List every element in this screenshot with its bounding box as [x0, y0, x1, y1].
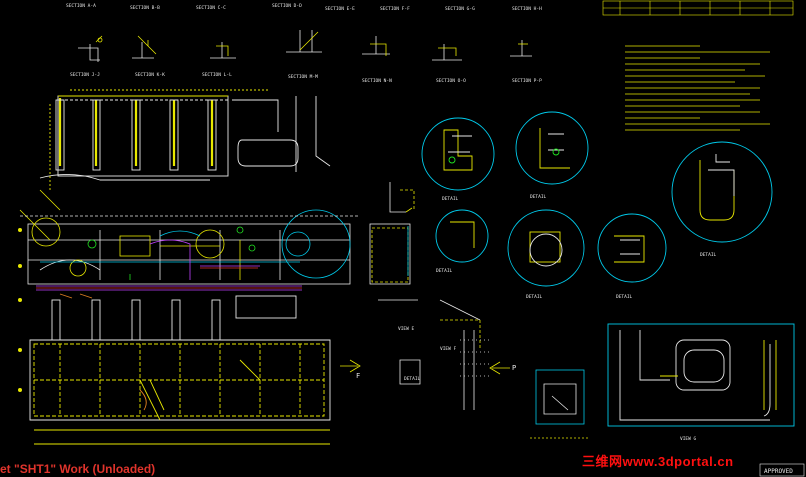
detail-label: DETAIL — [436, 268, 453, 274]
section-label: SECTION F-F — [380, 6, 410, 12]
detail-label: DETAIL — [530, 194, 547, 200]
view-labels: VIEW E VIEW F VIEW G F P — [356, 326, 697, 442]
section-label: SECTION K-K — [135, 72, 165, 78]
section-label: SECTION M-M — [288, 74, 318, 80]
elevation-assembly — [19, 189, 360, 299]
section-label: SECTION A-A — [66, 3, 96, 9]
bottom-center-view — [530, 369, 590, 439]
section-label: SECTION N-N — [362, 78, 392, 84]
top-section-labels: SECTION A-A SECTION B-B SECTION C-C SECT… — [66, 3, 542, 12]
plan-view-lower — [29, 295, 331, 445]
section-label: SECTION O-O — [436, 78, 466, 84]
section-label: SECTION L-L — [202, 72, 232, 78]
section-label: SECTION G-G — [445, 6, 475, 12]
section-label: SECTION C-C — [196, 5, 226, 11]
section-label: SECTION P-P — [512, 78, 542, 84]
section-label: SECTION B-B — [130, 5, 160, 11]
status-bar-text: et "SHT1" Work (Unloaded) — [0, 462, 156, 476]
detail-label: DETAIL — [700, 252, 717, 258]
bottom-right-view — [607, 323, 795, 427]
general-notes — [625, 45, 770, 131]
detail-label: DETAIL — [616, 294, 633, 300]
view-e-label: VIEW E — [398, 326, 415, 332]
legend-table — [602, 0, 794, 16]
section-label: SECTION E-E — [325, 6, 355, 12]
arrow-f-label: F — [356, 372, 360, 380]
detail-label: DETAIL — [404, 376, 421, 382]
section-sketches-row1 — [78, 30, 532, 62]
watermark: 三维网www.3dportal.cn — [582, 454, 734, 469]
detail-labels: DETAIL DETAIL DETAIL DETAIL DETAIL DETAI… — [404, 194, 717, 382]
detail-label: DETAIL — [526, 294, 543, 300]
dimension-markers — [18, 228, 22, 392]
title-block: APPROVED — [759, 463, 805, 477]
detail-circles — [421, 111, 773, 287]
section-label: SECTION H-H — [512, 6, 542, 12]
section-label: SECTION J-J — [70, 72, 100, 78]
title-block-label: APPROVED — [764, 468, 793, 475]
section-label: SECTION D-D — [272, 3, 302, 9]
detail-label: DETAIL — [442, 196, 459, 202]
view-g-label: VIEW G — [680, 436, 697, 442]
plan-view-upper — [39, 89, 331, 190]
mid-section-labels: SECTION J-J SECTION K-K SECTION L-L SECT… — [70, 72, 542, 84]
middle-views — [340, 182, 510, 410]
arrow-p-label: P — [512, 364, 516, 372]
view-f-label: VIEW F — [440, 346, 457, 352]
